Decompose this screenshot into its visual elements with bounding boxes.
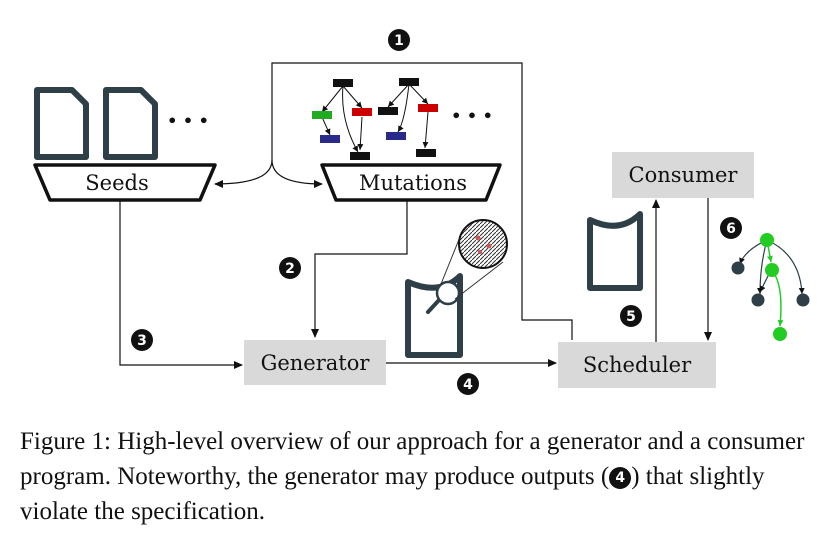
consumer-box: Consumer [612,152,754,198]
mutations-store: Mutations [320,163,502,202]
step-marker-5: 5 [620,305,642,327]
caption-step-marker: 4 [609,467,632,489]
step-marker-3: 3 [131,329,153,351]
svg-text:4: 4 [463,377,473,393]
figure-caption: Figure 1: High-level overview of our app… [20,424,820,529]
scheduler-label: Scheduler [583,353,692,377]
svg-text:2: 2 [285,261,295,277]
flow-seeds-to-generator [119,200,243,369]
seed-document-icon [103,87,158,160]
step-marker-2: 2 [279,257,301,279]
caption-text-main: High-level overview of our approach for … [20,428,805,490]
step-marker-1: 1 [388,29,410,51]
svg-text:6: 6 [726,221,736,237]
mutations-ellipsis: • • • [451,106,493,125]
flow-mutations-to-generator [311,200,408,338]
caption-text-end: ) that slightly violate the specificatio… [20,463,765,525]
step-marker-4: 4 [457,373,479,395]
generator-box: Generator [244,340,386,385]
mutation-tree-icon [321,85,364,153]
seeds-ellipsis: • • • [167,111,209,130]
svg-text:3: 3 [137,333,147,349]
scheduled-output-document-icon [587,211,643,291]
scheduler-box: Scheduler [558,342,716,388]
consumer-label: Consumer [629,163,739,187]
seed-document-icon [34,87,89,160]
generator-label: Generator [261,351,371,375]
step-marker-6: 6 [720,217,742,239]
seeds-label: Seeds [85,171,148,195]
svg-text:5: 5 [626,309,636,325]
mutations-label: Mutations [359,171,467,195]
svg-text:1: 1 [394,33,404,49]
figure-label: Figure 1: [20,428,111,455]
seeds-store: Seeds [33,163,217,202]
mutation-tree-icon [387,83,429,149]
flow-feedback-line [214,62,573,340]
magnifier-icon [426,219,508,314]
coverage-tree-icon [731,233,810,341]
flow-feedback-branch [271,159,323,188]
